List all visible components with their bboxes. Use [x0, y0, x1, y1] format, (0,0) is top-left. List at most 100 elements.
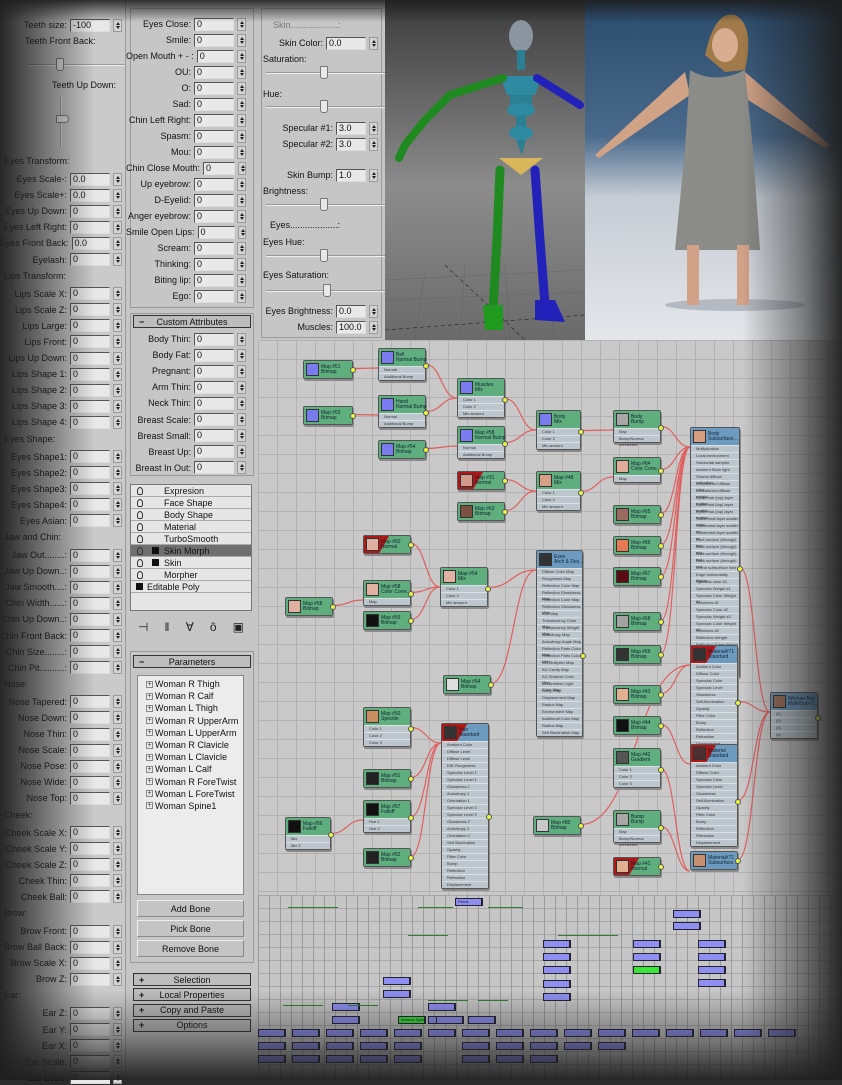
output-port[interactable]	[658, 766, 664, 773]
output-port[interactable]	[658, 542, 664, 549]
map-node[interactable]: Map #80 Bitmap	[533, 816, 584, 835]
node-slot[interactable]: Horizontal sampler	[691, 459, 739, 466]
nose-top-spinner[interactable]	[113, 791, 122, 805]
jaw-smooth-input[interactable]: 0	[70, 580, 110, 594]
bone-item[interactable]: +Woman R UpperArm	[138, 715, 243, 727]
jaw-up-down-spinner[interactable]	[113, 564, 122, 578]
sad-input[interactable]: 0	[194, 97, 234, 111]
node-slot[interactable]: Map	[614, 828, 660, 835]
make-unique-icon[interactable]: ∀	[185, 620, 194, 634]
schematic-node[interactable]	[543, 953, 571, 961]
chin-front-back-input[interactable]: 0	[70, 629, 110, 642]
node-slot[interactable]: Mix	[286, 835, 330, 842]
node-slot[interactable]: (2)	[771, 717, 817, 724]
smile-open-lips-spinner[interactable]	[237, 225, 246, 239]
lips-scale-x-input[interactable]: 0	[70, 287, 110, 301]
smile-open-lips-input[interactable]: 0	[197, 225, 235, 239]
node-slot[interactable]: Map	[614, 475, 660, 482]
node-slot[interactable]: Specular color #1	[691, 578, 739, 585]
lips-scale-z-input[interactable]: 0	[70, 303, 110, 317]
hue-slider[interactable]	[266, 100, 842, 113]
ear-x-input[interactable]: 0	[70, 1039, 110, 1053]
map-node[interactable]: Map #52 Bitmap	[303, 406, 356, 425]
lightbulb-icon[interactable]	[137, 534, 143, 543]
node-slot[interactable]: Color 2	[364, 732, 410, 739]
output-port[interactable]	[735, 857, 741, 864]
bone-item[interactable]: +Woman R Calf	[138, 690, 243, 702]
material-node[interactable]: Woman Mat Multi/Sub-O...(1)(2)(3)(4)	[770, 692, 821, 739]
lips-shape-1-input[interactable]: 0	[70, 367, 110, 381]
ego-spinner[interactable]	[237, 289, 246, 303]
brow-z-input[interactable]: 0	[70, 972, 110, 986]
node-slot[interactable]: Additional Bump	[458, 451, 504, 458]
cheek-scale-z-spinner[interactable]	[113, 858, 122, 872]
mou-spinner[interactable]	[237, 145, 246, 159]
node-slot[interactable]: Displacement	[442, 881, 488, 888]
node-slot[interactable]: Epidermal (top) layer scatter	[691, 501, 739, 513]
schematic-node[interactable]	[428, 1003, 456, 1011]
schematic-node[interactable]	[394, 1029, 422, 1037]
schematic-node[interactable]	[292, 1029, 320, 1037]
jaw-up-down-input[interactable]: 0	[70, 564, 110, 578]
schematic-node[interactable]	[332, 1016, 360, 1024]
schematic-node[interactable]	[700, 1029, 728, 1037]
node-slot[interactable]: Subdermal layer scatter wt	[691, 522, 739, 534]
schematic-node[interactable]	[564, 1042, 592, 1050]
lips-shape-2-input[interactable]: 0	[70, 383, 110, 397]
schematic-node[interactable]	[462, 1055, 490, 1063]
bone-item[interactable]: +Woman R Thigh	[138, 678, 243, 690]
eyes-shape4-input[interactable]: 0	[70, 498, 110, 512]
pin-stack-icon[interactable]: ⊣	[138, 620, 149, 634]
nose-thin-input[interactable]: 0	[70, 727, 110, 741]
body-fat-spinner[interactable]	[237, 348, 246, 362]
node-slot[interactable]: Radius Map	[537, 722, 582, 729]
scream-spinner[interactable]	[237, 241, 246, 255]
schematic-node[interactable]	[258, 1029, 286, 1037]
output-port[interactable]	[408, 590, 414, 597]
node-slot[interactable]: Color 1	[441, 585, 487, 592]
node-slot[interactable]: Map	[364, 598, 410, 605]
breast-in-out-spinner[interactable]	[237, 461, 246, 475]
arm-thin-spinner[interactable]	[237, 380, 246, 394]
map-node[interactable]: Map #64 Color Corre...Map	[613, 457, 664, 483]
skin-color-input[interactable]: 0.0	[326, 36, 366, 50]
node-slot[interactable]: Diffuse Color	[691, 670, 737, 677]
material-node[interactable]: Material#71 Subsurface...	[690, 851, 741, 870]
cheek-ball-input[interactable]: 0	[70, 890, 110, 904]
nose-thin-spinner[interactable]	[113, 727, 122, 741]
node-slot[interactable]: AO Multiplier Map	[537, 659, 582, 666]
output-port[interactable]	[502, 477, 508, 484]
schematic-node[interactable]	[326, 1029, 354, 1037]
lightbulb-icon[interactable]	[137, 498, 143, 507]
body-thin-spinner[interactable]	[237, 332, 246, 346]
node-slot[interactable]: Translucency Weight Map	[537, 624, 582, 636]
lips-front-input[interactable]: 0	[70, 335, 110, 349]
specular1-spinner[interactable]	[369, 121, 378, 135]
output-port[interactable]	[580, 652, 586, 659]
map-node[interactable]: Map #51 Bitmap	[363, 769, 414, 788]
eyes-shape2-input[interactable]: 0	[70, 466, 110, 480]
cheek-scale-x-input[interactable]: 0	[70, 826, 110, 839]
node-slot[interactable]: Opacity	[691, 804, 737, 811]
node-slot[interactable]: Specular Color	[691, 677, 737, 684]
node-slot[interactable]: (4)	[771, 731, 817, 738]
node-slot[interactable]: Back surface (through) sca	[691, 557, 739, 569]
schematic-node[interactable]	[598, 1042, 626, 1050]
node-slot[interactable]: Local environment	[691, 452, 739, 459]
expand-plus-icon[interactable]: +	[146, 802, 153, 810]
expand-plus-icon[interactable]: +	[146, 717, 153, 725]
node-slot[interactable]: Color 2	[537, 435, 580, 442]
lips-shape-3-spinner[interactable]	[113, 399, 122, 413]
modifier-skin[interactable]: Skin	[131, 557, 251, 569]
muscles-spinner[interactable]	[369, 320, 378, 334]
eyes-front-back-input[interactable]: 0.0	[71, 236, 111, 250]
eyes-scale-spinner[interactable]	[113, 172, 122, 186]
map-node[interactable]: Map #51 Bitmap	[303, 360, 356, 379]
schematic-node[interactable]	[428, 1029, 456, 1037]
